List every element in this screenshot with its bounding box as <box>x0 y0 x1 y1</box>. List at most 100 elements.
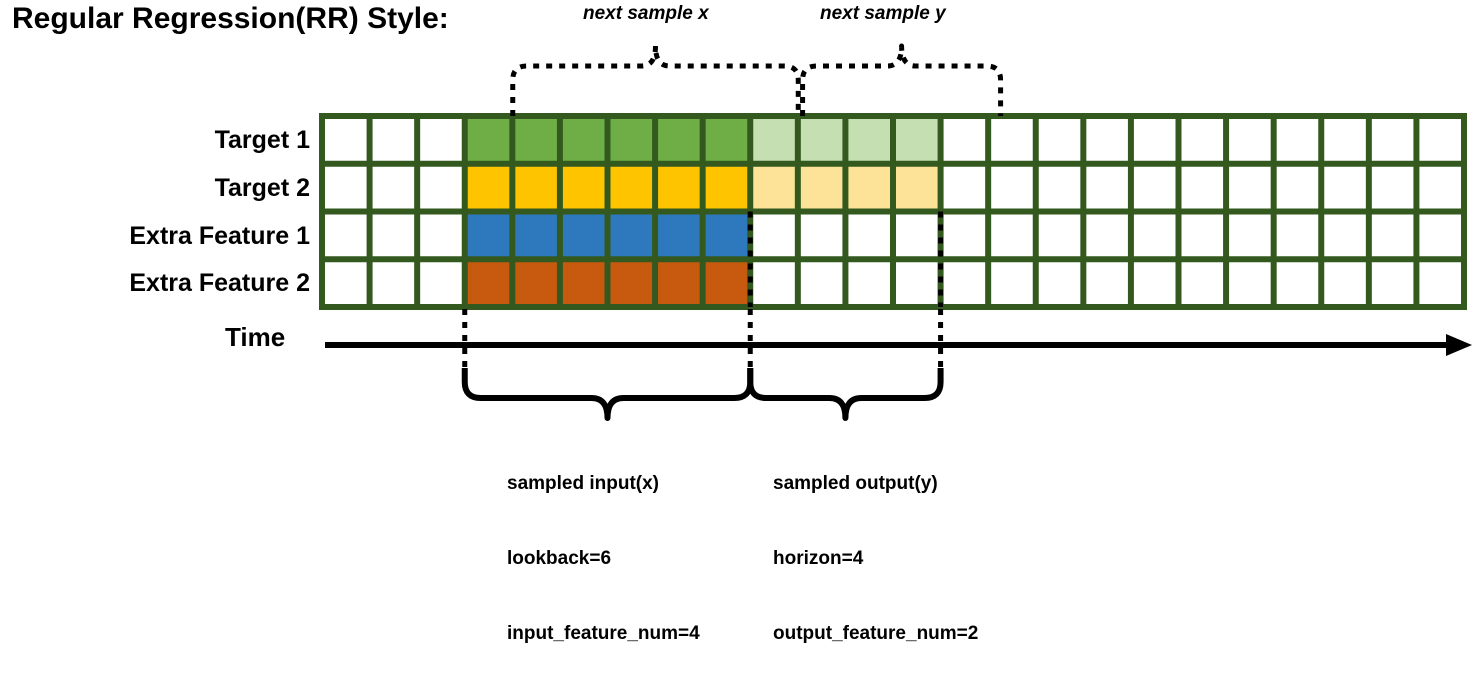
bottom-brace-sampled-output <box>747 368 944 421</box>
grid-cell <box>896 262 938 304</box>
grid-cell <box>991 214 1033 257</box>
grid-cell <box>610 214 653 257</box>
grid-cell <box>420 262 462 304</box>
brace-and-axis-layer <box>325 43 1472 421</box>
annotation-next-sample-y: next sample y <box>820 3 946 24</box>
grid-cell <box>1229 119 1271 161</box>
grid-cell <box>1038 262 1081 304</box>
grid-cell <box>515 214 557 257</box>
grid-cell <box>658 166 700 209</box>
grid-cell <box>1038 119 1081 161</box>
grid-cell <box>896 166 938 209</box>
grid-cell <box>562 166 605 209</box>
grid-cell <box>1038 214 1081 257</box>
grid-cell <box>1229 166 1271 209</box>
grid-cell <box>372 119 415 161</box>
grid-cell <box>753 166 795 209</box>
timeline-grid <box>319 113 1467 310</box>
grid-cell <box>1133 214 1176 257</box>
grid-cell <box>1181 119 1224 161</box>
row-label-extra-feature-2: Extra Feature 2 <box>129 269 310 298</box>
grid-cell <box>325 166 367 209</box>
grid-cell <box>991 166 1033 209</box>
grid-cell <box>1086 214 1128 257</box>
grid-cell <box>658 214 700 257</box>
grid-cell <box>372 166 415 209</box>
grid-cell <box>1371 119 1414 161</box>
grid-cell <box>658 119 700 161</box>
grid-cell <box>753 262 795 304</box>
grid-cell <box>1276 119 1319 161</box>
caption-output-line1: sampled output(y) <box>773 473 938 494</box>
grid-cell <box>420 166 462 209</box>
grid-cell <box>943 166 986 209</box>
grid-cell <box>1133 262 1176 304</box>
grid-cell <box>991 119 1033 161</box>
grid-cell <box>800 166 843 209</box>
grid-cell <box>896 119 938 161</box>
caption-output-line3: output_feature_num=2 <box>773 623 979 644</box>
row-label-target-1: Target 1 <box>214 126 310 154</box>
grid-cell <box>800 214 843 257</box>
grid-cell <box>705 166 748 209</box>
grid-cell <box>325 262 367 304</box>
grid-cell <box>325 214 367 257</box>
grid-cell <box>800 262 843 304</box>
grid-cell <box>1229 262 1271 304</box>
annotation-next-sample-x: next sample x <box>583 3 709 24</box>
grid-cell <box>1419 119 1461 161</box>
grid-cell <box>1324 119 1366 161</box>
caption-input-line3: input_feature_num=4 <box>507 623 700 644</box>
grid-border-mesh <box>319 113 1467 310</box>
row-label-target-2: Target 2 <box>214 173 310 202</box>
grid-cell <box>467 214 510 257</box>
row-label-extra-feature-1: Extra Feature 1 <box>129 221 310 250</box>
grid-cell <box>1276 166 1319 209</box>
grid-cell <box>848 119 890 161</box>
grid-cell <box>1371 262 1414 304</box>
grid-cell <box>1276 214 1319 257</box>
diagram-vector-layer <box>319 43 1472 421</box>
grid-cell <box>848 262 890 304</box>
grid-cell <box>1276 262 1319 304</box>
time-axis-label: Time <box>225 322 286 352</box>
caption-output-line2: horizon=4 <box>773 548 864 569</box>
grid-cell <box>1181 262 1224 304</box>
grid-cell <box>610 119 653 161</box>
grid-cell <box>1086 262 1128 304</box>
bottom-brace-sampled-input <box>461 368 754 421</box>
grid-cell <box>420 214 462 257</box>
grid-cell <box>1419 166 1461 209</box>
grid-cell <box>1133 166 1176 209</box>
grid-cell <box>705 119 748 161</box>
grid-cell <box>705 214 748 257</box>
grid-cell <box>943 214 986 257</box>
grid-cell <box>848 214 890 257</box>
grid-cell <box>372 262 415 304</box>
time-axis-arrowhead <box>1446 334 1472 356</box>
grid-cell <box>467 166 510 209</box>
grid-cell <box>896 214 938 257</box>
grid-cell <box>658 262 700 304</box>
grid-cell <box>943 119 986 161</box>
grid-cell <box>610 166 653 209</box>
grid-cell <box>562 262 605 304</box>
caption-input-line1: sampled input(x) <box>507 473 660 494</box>
grid-cell <box>325 119 367 161</box>
grid-cell <box>515 119 557 161</box>
grid-cell <box>1419 214 1461 257</box>
top-brace-next-sample-y <box>800 43 1004 116</box>
grid-cell <box>1371 166 1414 209</box>
grid-cell <box>515 262 557 304</box>
grid-cell <box>1371 214 1414 257</box>
grid-cell <box>1181 214 1224 257</box>
grid-cell <box>1086 119 1128 161</box>
top-brace-next-sample-x <box>510 43 801 116</box>
grid-cell <box>610 262 653 304</box>
grid-cell <box>562 119 605 161</box>
grid-cell <box>991 262 1033 304</box>
grid-cell <box>1419 262 1461 304</box>
grid-cell <box>1038 166 1081 209</box>
grid-cell <box>800 119 843 161</box>
grid-cell <box>420 119 462 161</box>
